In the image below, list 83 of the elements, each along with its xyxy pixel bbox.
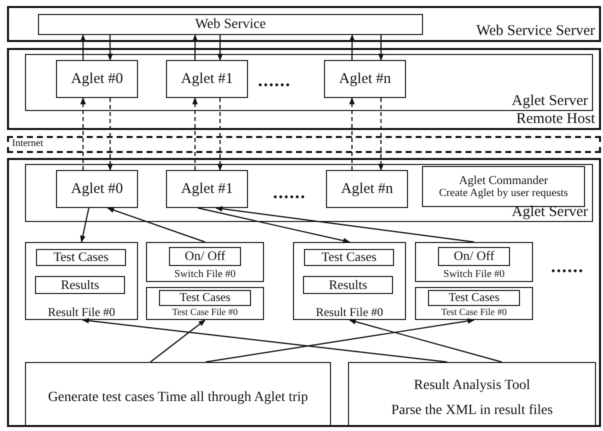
tool-box (25, 362, 331, 426)
arrow (107, 35, 113, 61)
node-label: Aglet #n (340, 180, 394, 198)
node-label: Test Cases (53, 250, 109, 265)
host-box (7, 158, 601, 427)
section-box (428, 290, 520, 306)
node-label: Results (60, 278, 100, 292)
node-label: Switch File #0 (174, 270, 236, 280)
section-box (169, 247, 241, 266)
agent-box (166, 170, 248, 208)
node-label: Result File #0 (316, 306, 384, 318)
ellipsis-label: ...... (258, 70, 291, 91)
node-label: Test Case File #0 (172, 308, 238, 318)
file-box (25, 242, 138, 320)
node-label: On/ Off (454, 249, 494, 264)
node-label: Test Case File #0 (441, 308, 507, 318)
arrow (349, 34, 355, 60)
dashed-arrow (378, 98, 384, 171)
agent-box (56, 60, 138, 98)
arrow (80, 34, 86, 60)
arrow (80, 208, 90, 243)
file-box (146, 242, 264, 282)
node-label: Aglet #0 (70, 180, 124, 198)
arrow (205, 318, 475, 363)
network-label: Internet (12, 138, 44, 149)
file-box (415, 242, 533, 282)
section-box (438, 247, 510, 266)
node-label: Aglet Server (512, 204, 588, 220)
node-label: Switch File #0 (443, 270, 505, 280)
dashed-arrow (80, 97, 86, 170)
arrow (82, 318, 448, 363)
arrow (217, 35, 223, 61)
node-label: Aglet #1 (180, 180, 234, 198)
server-panel (25, 54, 593, 111)
node-label: Test Cases (448, 291, 500, 305)
server-box (7, 6, 601, 42)
node-label: Aglet #n (338, 70, 392, 88)
node-label: Aglet Commander (459, 174, 548, 188)
node-label: Aglet #0 (70, 70, 124, 88)
node-label: Generate test cases Time all through Aglet trip (48, 390, 308, 406)
node-label: Test Cases (321, 250, 377, 265)
service-box (38, 14, 423, 35)
agent-box (324, 60, 406, 98)
node-label: Parse the XML in result files (391, 403, 553, 418)
arrow (192, 34, 198, 60)
commander-box (422, 166, 585, 207)
dashed-arrow (349, 97, 355, 170)
agent-box (56, 170, 138, 208)
node-label: Result File #0 (48, 306, 116, 318)
arrow (215, 206, 474, 243)
node-label: Result Analysis Tool (414, 378, 530, 393)
tool-box (348, 362, 596, 426)
dashed-arrow (192, 97, 198, 170)
node-label: Test Cases (180, 291, 230, 305)
file-box (293, 242, 406, 320)
section-box (36, 249, 126, 266)
server-panel (25, 164, 593, 222)
node-label: Aglet Server (512, 92, 588, 109)
file-box (146, 287, 264, 320)
node-label: On/ Off (184, 249, 226, 264)
section-box (159, 290, 251, 306)
arrow (107, 207, 206, 243)
arrow (378, 35, 384, 61)
node-label: Create Aglet by user requests (439, 187, 568, 200)
node-label: Web Service Server (476, 22, 595, 39)
node-label: Aglet #1 (180, 70, 234, 88)
section-box (303, 276, 393, 294)
arrow (150, 320, 206, 362)
host-box (7, 48, 601, 130)
ellipsis-label: ...... (551, 256, 584, 277)
dashed-arrow (107, 98, 113, 171)
agent-box (326, 170, 408, 208)
agent-box (166, 60, 248, 98)
node-label: Web Service (195, 16, 266, 32)
section-box (304, 249, 394, 266)
file-box (415, 287, 533, 320)
dashed-arrow (217, 98, 223, 171)
arrow (198, 207, 350, 244)
section-box (35, 276, 125, 294)
node-label: Results (328, 278, 368, 292)
ellipsis-label: ...... (273, 182, 306, 203)
node-label: Remote Host (516, 110, 595, 127)
arrow (348, 318, 502, 363)
